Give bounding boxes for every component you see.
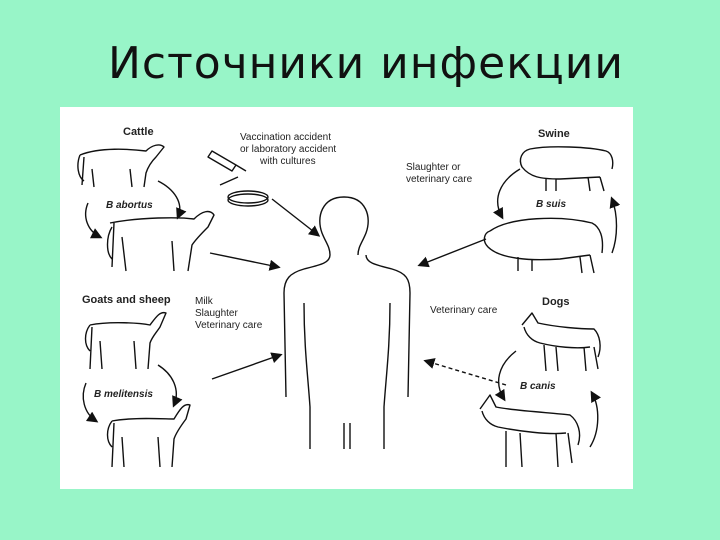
cattle-bottom-drawing	[106, 210, 215, 272]
arrow-dog-to-human	[423, 358, 507, 386]
accident-label-1: Vaccination accident	[240, 132, 331, 143]
swine-cycle-arrow	[493, 168, 521, 220]
arrow-goat-to-human	[211, 352, 283, 380]
arrow-cattle-to-human	[209, 252, 281, 271]
petri-dish-icon	[227, 193, 269, 207]
accident-label-2: or laboratory accident	[240, 144, 337, 155]
goat-bottom-drawing	[106, 403, 191, 468]
diagram-drawing	[77, 144, 621, 468]
accident-label-3: with cultures	[260, 156, 316, 167]
swine-route-label-1: Slaughter or	[406, 162, 461, 173]
goat-top-drawing	[84, 311, 167, 370]
swine-top-drawing	[519, 146, 614, 192]
cattle-top-drawing	[77, 144, 165, 188]
dog-cycle-arrow	[494, 350, 517, 402]
dogs-label: Dogs	[542, 296, 570, 308]
human-silhouette	[283, 196, 411, 398]
syringe-icon	[207, 150, 247, 186]
arrow-accident-to-human	[271, 198, 321, 237]
dogs-route-label: Veterinary care	[430, 305, 498, 316]
dogs-species-label: B canis	[520, 381, 556, 392]
goats-route-label-3: Veterinary care	[195, 320, 263, 331]
goats-species-label: B melitensis	[94, 389, 153, 400]
goats-route-label-1: Milk	[195, 296, 213, 307]
slide-title: Источники инфекции	[108, 38, 624, 89]
swine-species-label: B suis	[536, 199, 567, 210]
cattle-species-label: B abortus	[106, 200, 153, 211]
cattle-label: Cattle	[123, 126, 154, 138]
diagram-panel: Cattle B abortus Swine B suis Slaughter …	[60, 107, 633, 489]
goat-cycle-arrow	[157, 364, 183, 408]
dog-bottom-drawing	[479, 394, 581, 468]
goats-route-label-2: Slaughter	[195, 308, 238, 319]
goat-return-arrow	[82, 382, 99, 423]
arrow-swine-to-human	[417, 238, 487, 268]
cattle-cycle-arrow	[157, 180, 187, 220]
goats-label: Goats and sheep	[82, 294, 171, 306]
swine-route-label-2: veterinary care	[406, 174, 473, 185]
swine-return-arrow	[609, 196, 621, 254]
swine-bottom-drawing	[483, 217, 604, 274]
cattle-return-arrow	[84, 202, 103, 239]
swine-label: Swine	[538, 128, 570, 140]
dog-return-arrow	[589, 390, 602, 448]
dog-top-drawing	[521, 312, 601, 372]
